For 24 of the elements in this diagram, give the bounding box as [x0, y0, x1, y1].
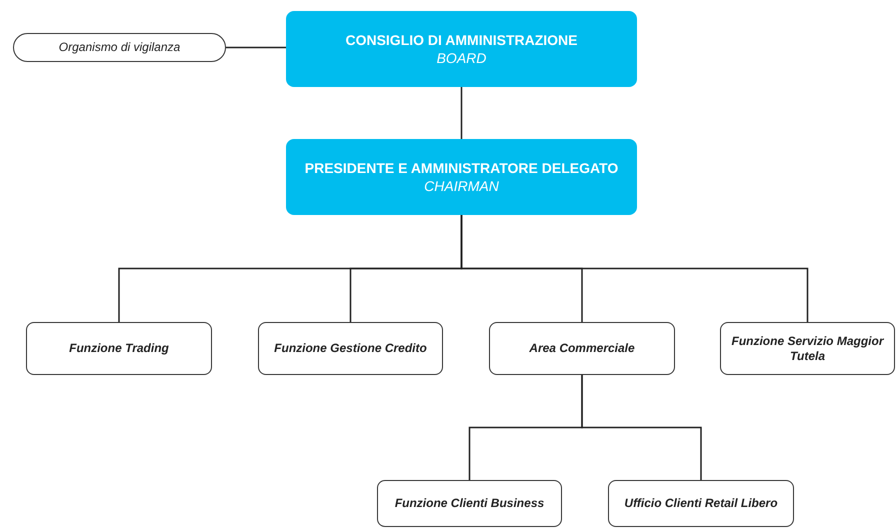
connector-line	[581, 375, 702, 480]
connector-line	[226, 46, 286, 48]
function-box	[377, 480, 562, 527]
function-box	[258, 322, 443, 375]
function-label: Funzione Clienti Business	[394, 496, 544, 511]
function-label: Area Commerciale	[529, 341, 635, 356]
connector-line	[460, 87, 462, 139]
oversight-pill	[13, 33, 226, 62]
role-subtitle: BOARD	[436, 49, 486, 67]
role-subtitle: CHAIRMAN	[424, 177, 499, 195]
role-title: PRESIDENTE E AMMINISTRATORE DELEGATO	[304, 159, 618, 177]
function-box	[489, 322, 675, 375]
function-label: Funzione Gestione Credito	[274, 341, 427, 356]
function-label: Ufficio Clienti Retail Libero	[624, 496, 778, 511]
connector-line	[460, 215, 808, 322]
role-title: CONSIGLIO DI AMMINISTRAZIONE	[345, 31, 578, 49]
function-label: Organismo di vigilanza	[58, 40, 180, 55]
function-box	[26, 322, 212, 375]
role-box	[286, 11, 637, 87]
function-label: Funzione Servizio Maggior Tutela	[730, 334, 885, 364]
function-label: Funzione Trading	[69, 341, 169, 356]
function-box	[608, 480, 794, 527]
function-box	[720, 322, 895, 375]
role-box	[286, 139, 637, 215]
